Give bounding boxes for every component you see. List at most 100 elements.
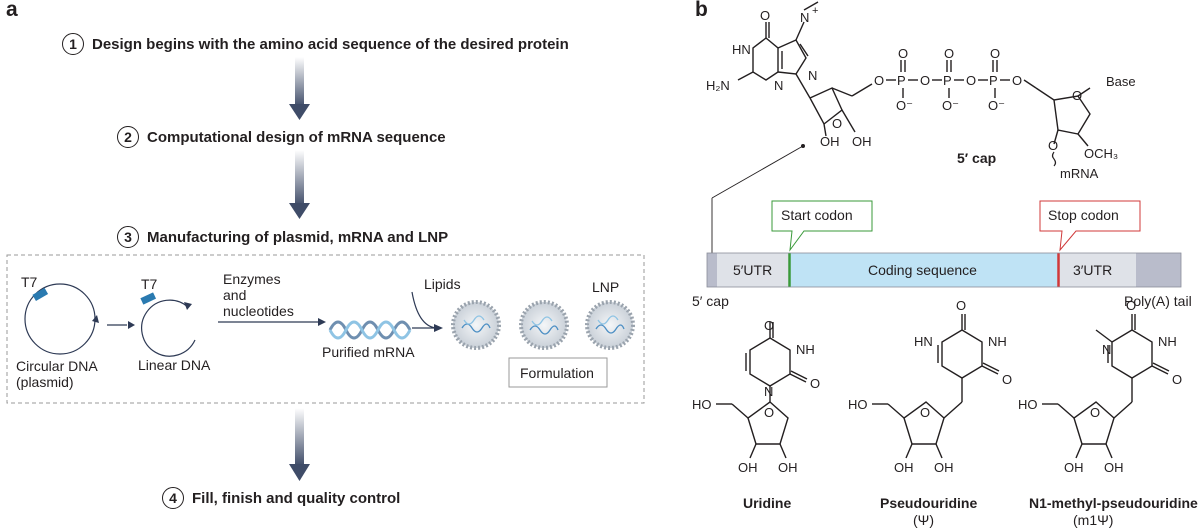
linear-dna-label: Linear DNA (138, 357, 211, 373)
panel-b-letter: b (695, 0, 708, 21)
n1-methyl-pseudouridine-name: N1-methyl-pseudouridine (1029, 495, 1198, 511)
start-codon-label: Start codon (781, 207, 853, 223)
step-1-text: Design begins with the amino acid sequen… (92, 35, 569, 53)
pseudouridine-structure (872, 314, 1000, 459)
cap-ribose-o: O (1072, 88, 1082, 103)
formulation-box (508, 357, 608, 388)
lnp-particle (585, 300, 635, 350)
cap-chain-o-3: O (966, 73, 976, 88)
cap-segment (707, 253, 717, 287)
m1psi-o-top: O (1126, 298, 1136, 313)
cap-chain-p-3: P (989, 73, 998, 88)
enzymes-label-3: nucleotides (223, 303, 294, 319)
utr3-label: 3′UTR (1073, 262, 1113, 278)
uridine-structure (716, 322, 808, 459)
step-1: 1 Design begins with the amino acid sequ… (62, 33, 569, 55)
enzymes-label-1: Enzymes (223, 271, 281, 287)
uridine-oh-2: OH (778, 460, 798, 475)
cap-end-label: 5′ cap (692, 293, 729, 309)
lnp-particles (451, 300, 635, 350)
cap-structure (711, 21, 1091, 253)
uridine-n: N (764, 384, 773, 399)
pseudouridine-o-top: O (956, 298, 966, 313)
cap-h2n: H₂N (706, 78, 730, 93)
circular-dna-label: Circular DNA (16, 358, 98, 374)
flow-arrow-1-2 (289, 57, 310, 120)
cap-chain-p-2: P (943, 73, 952, 88)
pseudouridine-symbol: (Ψ) (913, 512, 935, 528)
pseudouridine-nh: NH (988, 334, 1007, 349)
t7-label-linear: T7 (141, 276, 158, 292)
pseudouridine-oh-2: OH (934, 460, 954, 475)
t7-label-plasmid: T7 (21, 274, 38, 290)
polya-segment (1136, 253, 1181, 287)
cap-chain-p-1: P (897, 73, 906, 88)
coding-sequence-label: Coding sequence (868, 262, 977, 278)
cap-chain-o-2: O (920, 73, 930, 88)
pseudouridine-o-ring: O (920, 405, 930, 420)
cap-p2-o-minus: O⁻ (942, 98, 959, 113)
plasmid-label: (plasmid) (16, 374, 74, 390)
cap-n-left: N (774, 78, 783, 93)
cap-oh-2: OH (852, 134, 872, 149)
n1-methyl-pseudouridine-structure (1042, 314, 1170, 459)
utr5-label: 5′UTR (733, 262, 773, 278)
stop-codon-label: Stop codon (1048, 207, 1119, 223)
start-codon-callout (771, 200, 873, 252)
stop-codon-callout (1039, 200, 1141, 252)
cap-p1-o-minus: O⁻ (896, 98, 913, 113)
lipids-label: Lipids (424, 276, 461, 292)
cap-hn: HN (732, 42, 751, 57)
cap-o-link: O (1048, 138, 1058, 153)
panel-a-graphics (6, 57, 645, 481)
cap-plus: + (812, 5, 818, 17)
uridine-oh-1: OH (738, 460, 758, 475)
cap-o-top: O (760, 8, 770, 23)
cap-chain-o-1: O (874, 73, 884, 88)
cap-n-methyl: N (800, 10, 809, 25)
lnp-label: LNP (592, 279, 620, 295)
manufacturing-box (6, 254, 645, 404)
formulation-label: Formulation (520, 365, 594, 381)
step-4: 4 Fill, finish and quality control (162, 487, 400, 509)
step-3-number: 3 (117, 226, 139, 248)
arrow-enzymes (218, 318, 326, 326)
cap-p3-o-minus: O⁻ (988, 98, 1005, 113)
pseudouridine-o-right: O (1002, 372, 1012, 387)
enzymes-label-2: and (223, 287, 247, 303)
cap-p3-o-top: O (990, 46, 1000, 61)
step-2-number: 2 (117, 126, 139, 148)
step-4-text: Fill, finish and quality control (192, 489, 401, 507)
m1psi-o-ring: O (1090, 405, 1100, 420)
uridine-o-ring: O (764, 405, 774, 420)
step-2: 2 Computational design of mRNA sequence (117, 126, 446, 148)
cap-och3: OCH₃ (1084, 146, 1118, 161)
arrow-plasmid-to-linear (107, 321, 135, 329)
cap-p2-o-top: O (944, 46, 954, 61)
cap-p1-o-top: O (898, 46, 908, 61)
m1psi-oh-1: OH (1064, 460, 1084, 475)
lnp-particle (451, 300, 501, 350)
circular-dna-plasmid (24, 283, 99, 355)
cap-n-right: N (808, 68, 817, 83)
pseudouridine-ho: HO (848, 397, 868, 412)
linear-dna (140, 292, 196, 357)
cap-chain-o-4: O (1012, 73, 1022, 88)
cap-mrna: mRNA (1060, 166, 1099, 181)
arrow-to-lnp (411, 291, 443, 332)
step-2-text: Computational design of mRNA sequence (147, 128, 446, 146)
mrna-construct (706, 200, 1182, 288)
coding-segment (790, 253, 1058, 287)
cap-oh-1: OH (820, 134, 840, 149)
pseudouridine-name: Pseudouridine (880, 495, 978, 511)
m1psi-ho: HO (1018, 397, 1038, 412)
purified-mrna-label: Purified mRNA (322, 344, 415, 360)
step-3: 3 Manufacturing of plasmid, mRNA and LNP (117, 226, 448, 248)
step-1-number: 1 (62, 33, 84, 55)
purified-mrna-wave (328, 320, 412, 340)
lnp-particle (519, 300, 569, 350)
uridine-nh: NH (796, 342, 815, 357)
m1psi-nh: NH (1158, 334, 1177, 349)
flow-arrow-3-4 (289, 408, 310, 481)
utr3-segment (1059, 253, 1136, 287)
